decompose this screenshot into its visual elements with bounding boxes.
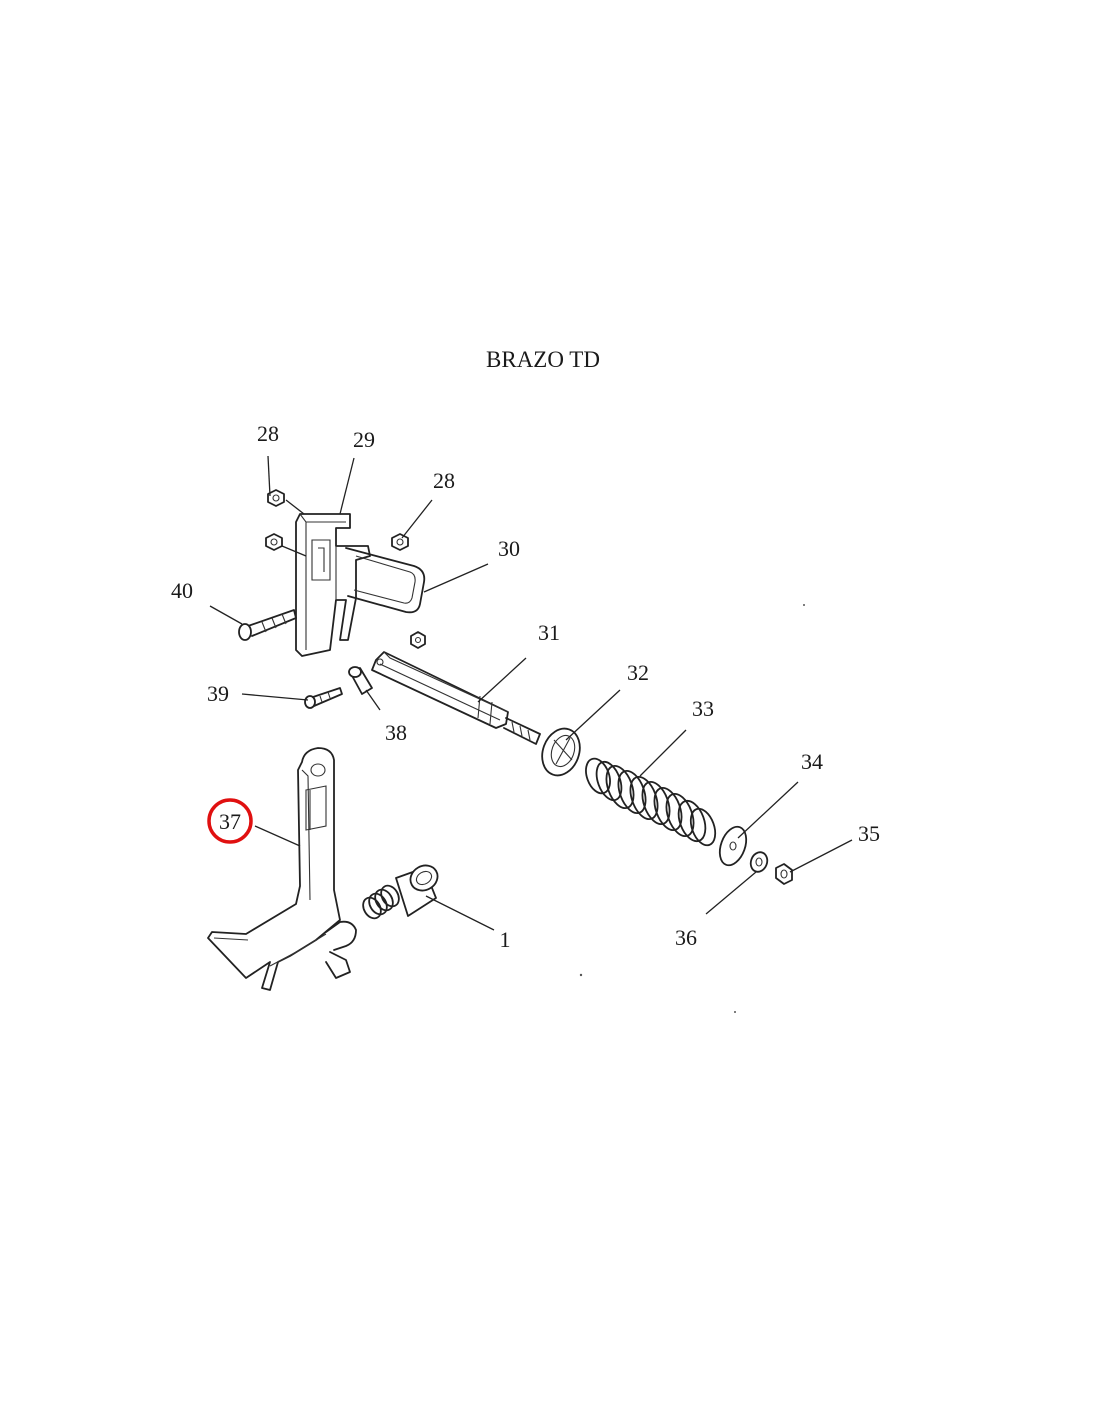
part-28-nuts [265, 489, 426, 649]
part-38-bushing [348, 666, 373, 695]
part-36-washer [749, 851, 769, 873]
label-part-29: 29 [353, 427, 375, 452]
part-29-bracket [295, 513, 371, 657]
leader-lines [209, 455, 853, 931]
part-39-bolt [304, 687, 343, 709]
label-part-32: 32 [627, 660, 649, 685]
part-1-sleeve [362, 864, 439, 920]
part-32-ring [541, 727, 581, 777]
part-37-lever [207, 747, 357, 991]
label-part-28-right: 28 [433, 468, 455, 493]
nut-28-top [267, 489, 285, 507]
label-part-35: 35 [858, 821, 880, 846]
diagram-title: BRAZO TD [486, 347, 600, 372]
label-part-33: 33 [692, 696, 714, 721]
label-part-30: 30 [498, 536, 520, 561]
label-part-1: 1 [500, 927, 511, 952]
label-part-34: 34 [801, 749, 823, 774]
part-35-nut [775, 863, 793, 885]
part-33-spring [585, 757, 717, 847]
part-labels: 28 29 28 30 40 31 32 39 33 38 34 37 35 1… [171, 421, 880, 952]
highlight-circle-part-37 [207, 798, 253, 844]
label-part-39: 39 [207, 681, 229, 706]
label-part-40: 40 [171, 578, 193, 603]
part-40-bolt [238, 609, 297, 641]
label-part-37: 37 [219, 809, 241, 834]
part-30-link [345, 547, 426, 614]
label-part-38: 38 [385, 720, 407, 745]
nut-28-mid [265, 533, 283, 551]
label-part-36: 36 [675, 925, 697, 950]
nut-28-right [391, 533, 409, 551]
label-part-28-top: 28 [257, 421, 279, 446]
nut-28-small [410, 631, 426, 649]
label-part-31: 31 [538, 620, 560, 645]
part-31-rod [371, 651, 541, 745]
scan-specks [579, 604, 805, 1013]
